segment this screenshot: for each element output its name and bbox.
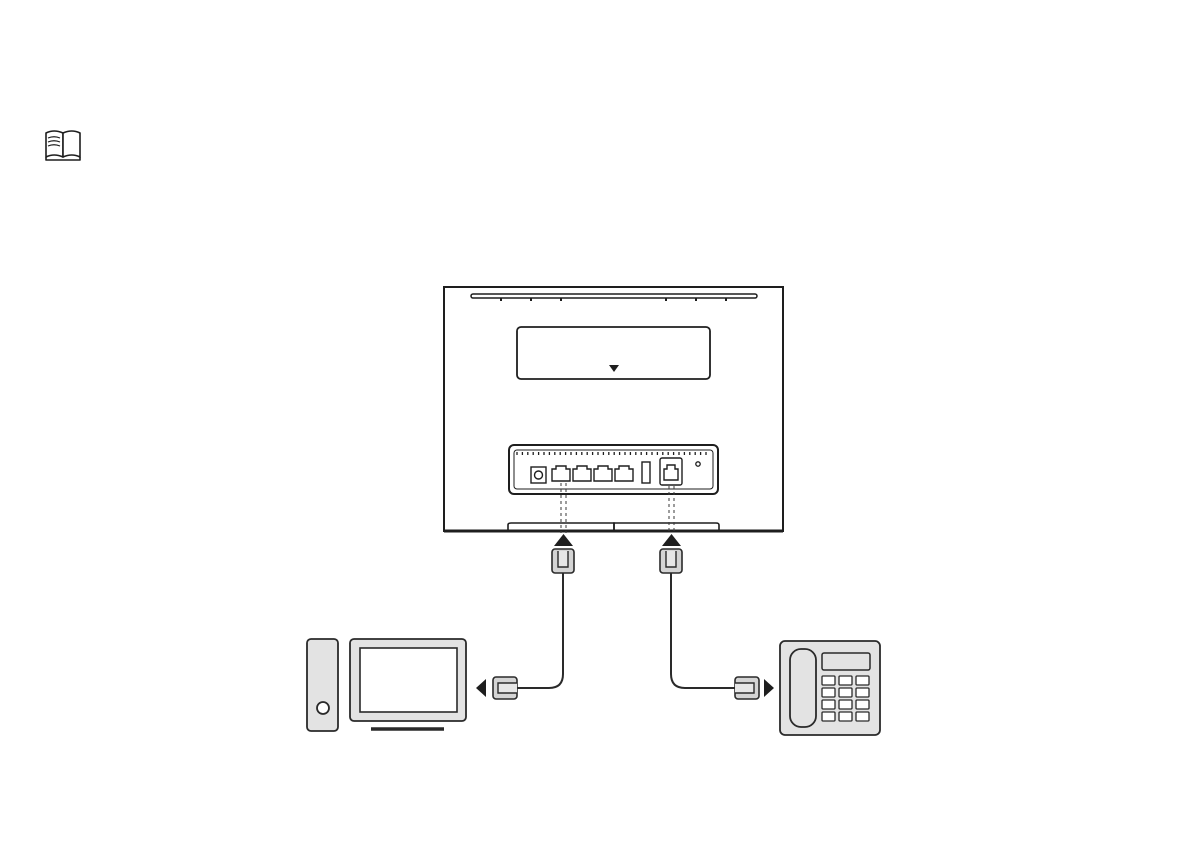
keypad-key [822, 688, 835, 697]
keypad-key [856, 676, 869, 685]
router-back-panel [444, 287, 783, 531]
ethernet-plug-icon [552, 549, 574, 573]
phone-plug-icon [735, 677, 759, 699]
usb-port [642, 462, 650, 483]
desktop-computer-icon [307, 639, 466, 731]
phone-display [822, 653, 870, 670]
phone-plug-icon [660, 549, 682, 573]
keypad-key [856, 712, 869, 721]
arrow-right-icon [764, 679, 774, 697]
reset-button [696, 462, 700, 466]
computer-tower [307, 639, 338, 731]
ethernet-plug-icon [493, 677, 517, 699]
arrow-up-icon [554, 534, 573, 546]
ethernet-cable [517, 573, 563, 688]
keypad-key [856, 688, 869, 697]
tel-port [660, 458, 682, 485]
keypad-key [822, 700, 835, 709]
power-port [531, 467, 546, 483]
keypad-key [856, 700, 869, 709]
keypad-key [839, 700, 852, 709]
open-book-icon [46, 131, 80, 160]
phone-cable [671, 573, 735, 688]
keypad-key [822, 712, 835, 721]
monitor-screen [360, 648, 457, 712]
keypad-key [839, 712, 852, 721]
tower-power-button [317, 702, 329, 714]
arrow-up-icon [662, 534, 681, 546]
arrow-left-icon [476, 679, 486, 697]
keypad-key [839, 688, 852, 697]
keypad-key [822, 676, 835, 685]
landline-telephone-icon [780, 641, 880, 735]
phone-handset [790, 649, 816, 727]
top-vent-strip [471, 294, 757, 298]
keypad-key [839, 676, 852, 685]
